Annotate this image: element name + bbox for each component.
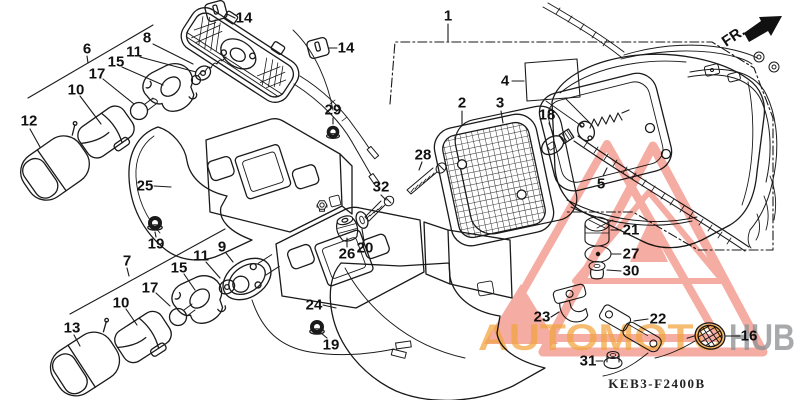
leader-line-14 <box>226 13 236 19</box>
callout-29: 29 <box>324 101 342 119</box>
leader-line-32 <box>380 194 387 201</box>
callout-28: 28 <box>414 146 432 164</box>
callout-22: 22 <box>649 310 667 328</box>
leader-line-28 <box>418 161 423 171</box>
callout-3: 3 <box>495 94 505 112</box>
leader-line-12 <box>29 128 41 148</box>
callout-32: 32 <box>372 178 390 196</box>
top-lamp-bar <box>180 7 300 103</box>
callout-13: 13 <box>63 319 81 337</box>
callout-14: 14 <box>235 9 253 27</box>
callout-30: 30 <box>622 262 640 280</box>
callout-1: 1 <box>443 7 453 25</box>
callout-10: 10 <box>112 294 130 312</box>
leader-line-11 <box>139 56 197 73</box>
leader-line-19 <box>320 332 328 339</box>
fr-arrow-icon <box>744 16 782 42</box>
callout-7: 7 <box>122 252 132 270</box>
callout-8: 8 <box>142 29 152 47</box>
leader-line-17 <box>102 78 135 105</box>
diagram-code-label: KEB3-F2400B <box>608 376 706 391</box>
callout-4: 4 <box>500 72 510 90</box>
leader-line-6 <box>27 24 154 99</box>
callout-6: 6 <box>82 40 92 58</box>
callout-9: 9 <box>217 238 227 256</box>
callout-31: 31 <box>579 352 597 370</box>
callout-10: 10 <box>67 81 85 99</box>
callout-17: 17 <box>141 279 159 297</box>
callout-5: 5 <box>596 175 606 193</box>
leader-line-19 <box>154 231 157 238</box>
callout-21: 21 <box>622 221 640 239</box>
callout-11: 11 <box>126 43 142 61</box>
leader-line-9 <box>225 252 234 263</box>
callout-15: 15 <box>170 259 188 277</box>
leader-line-20 <box>361 228 365 242</box>
leader-line-25 <box>153 185 172 188</box>
leader-line-7 <box>69 228 226 315</box>
screw-28 <box>406 162 447 195</box>
upper-wire-harness <box>292 29 381 187</box>
callout-19: 19 <box>322 336 340 354</box>
leader-line-15 <box>183 273 196 291</box>
callout-23: 23 <box>533 308 551 326</box>
leader-line-10 <box>79 95 102 125</box>
leader-line-8 <box>152 43 194 65</box>
leader-line-17 <box>155 292 171 307</box>
callout-24: 24 <box>305 296 323 314</box>
callout-15: 15 <box>107 53 125 71</box>
callout-17: 17 <box>88 65 106 83</box>
callout-14: 14 <box>337 39 355 57</box>
callout-2: 2 <box>457 94 467 112</box>
callout-18: 18 <box>538 106 556 124</box>
leader-lines <box>27 13 741 362</box>
callout-12: 12 <box>20 112 38 130</box>
leader-line-11 <box>205 261 221 279</box>
callout-26: 26 <box>338 245 356 263</box>
license-bracket-assembly-upper <box>128 118 353 261</box>
detail-frame-4 <box>524 58 591 128</box>
leader-line-24 <box>322 304 337 309</box>
leader-line-10 <box>125 308 138 326</box>
lower-turn-signal <box>41 254 280 400</box>
washer-20 <box>355 211 369 229</box>
callout-19: 19 <box>147 235 165 253</box>
leader-line-3 <box>500 110 504 124</box>
callout-27: 27 <box>622 245 640 263</box>
callout-20: 20 <box>356 239 374 257</box>
leader-line-18 <box>548 122 554 135</box>
callout-25: 25 <box>136 177 154 195</box>
callout-16: 16 <box>740 327 758 345</box>
leader-line-15 <box>121 66 164 86</box>
callout-11: 11 <box>193 247 209 265</box>
grommet-26 <box>336 215 359 242</box>
leader-line-13 <box>73 334 81 347</box>
upper-turn-signal <box>11 53 227 209</box>
